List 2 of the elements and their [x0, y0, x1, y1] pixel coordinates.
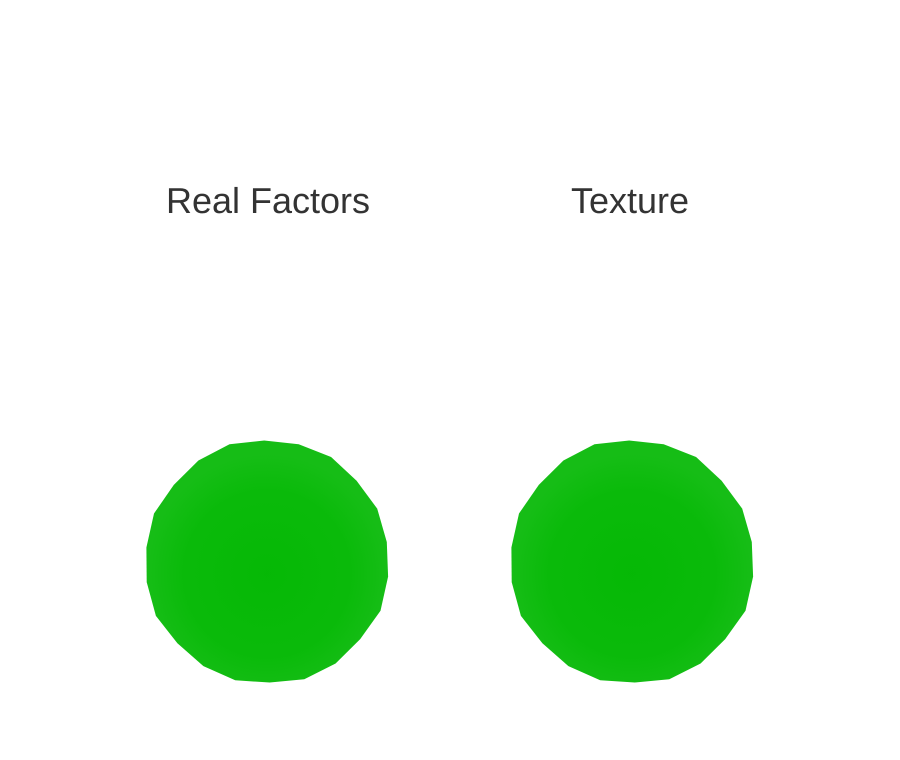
heading: Real Factors [166, 179, 370, 223]
heading: Texture [570, 179, 690, 223]
